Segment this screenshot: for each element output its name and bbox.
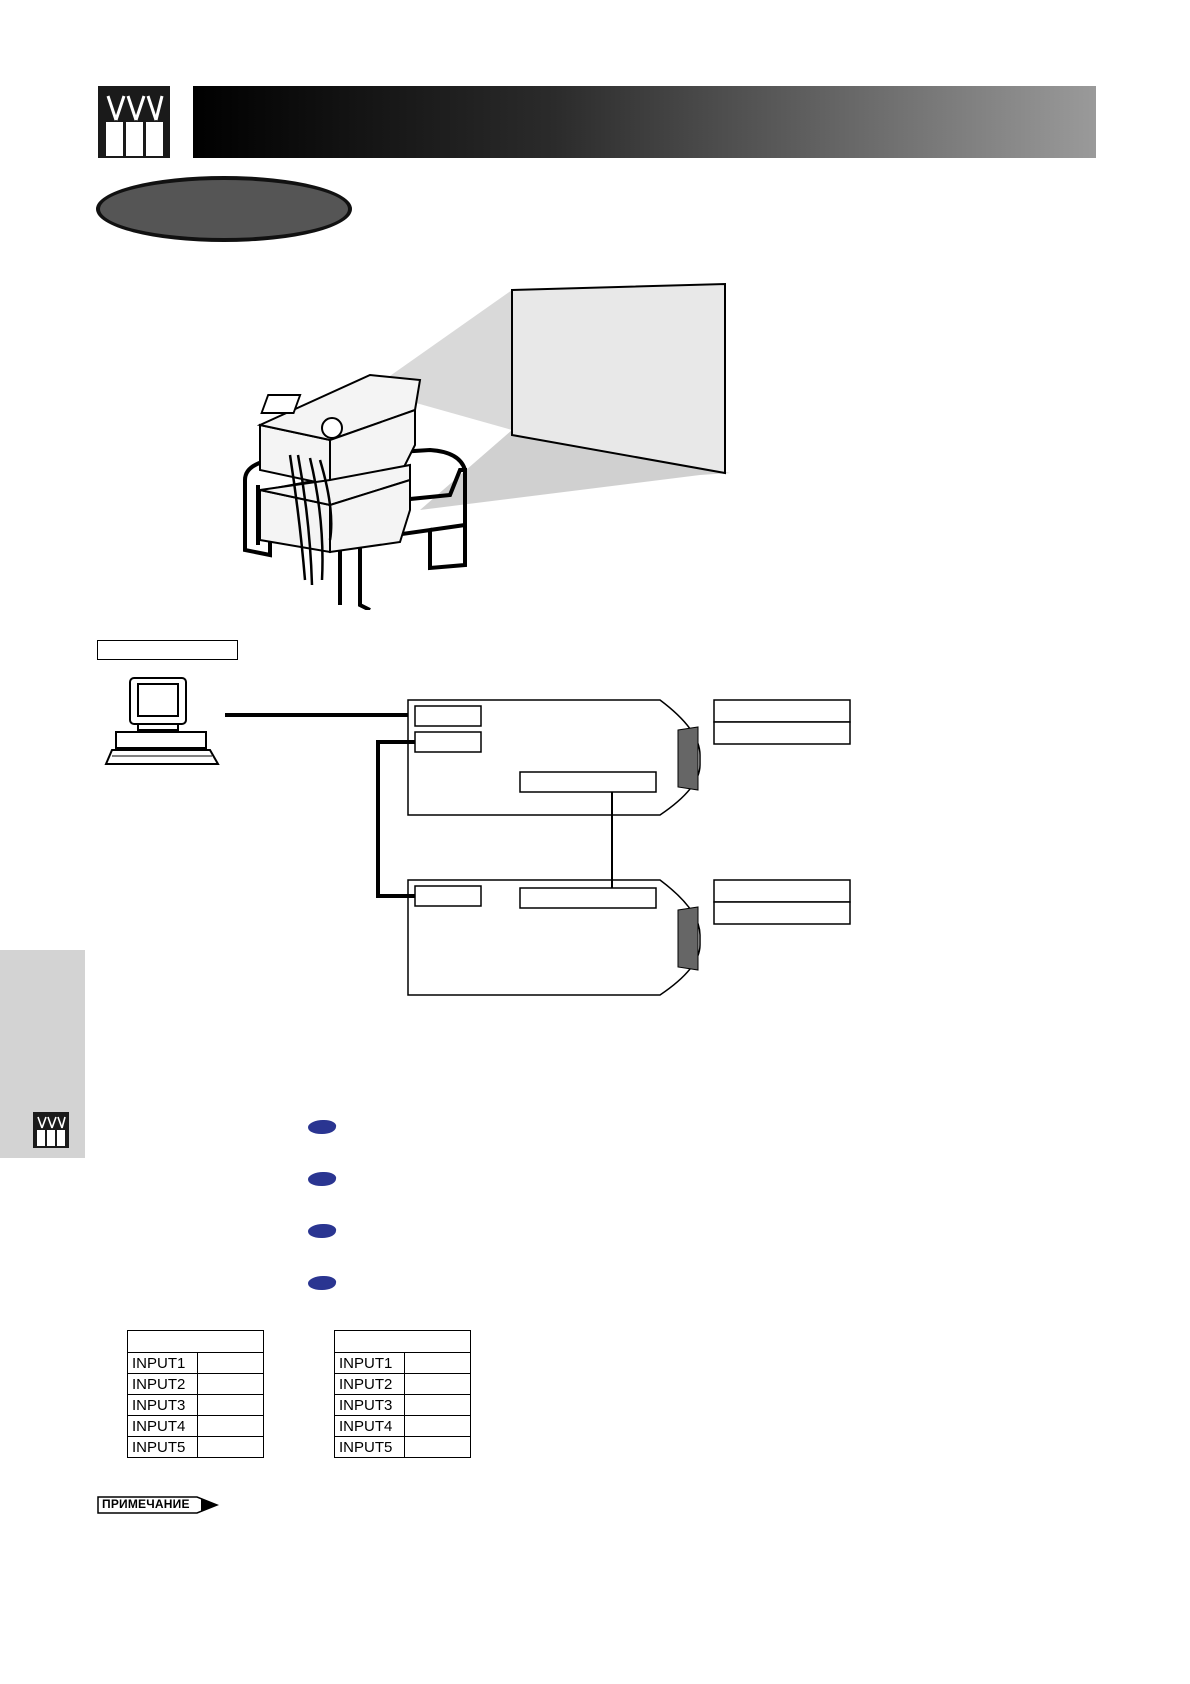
- note-label: ПРИМЕЧАНИЕ: [102, 1497, 190, 1511]
- header-bar: [193, 86, 1096, 158]
- step-bullet: [306, 1224, 338, 1238]
- step-bullet: [306, 1172, 338, 1186]
- table-row: INPUT5: [127, 1436, 264, 1458]
- note-badge: ПРИМЕЧАНИЕ: [97, 1496, 219, 1514]
- table-row: INPUT1: [127, 1352, 264, 1374]
- connection-diagram: [104, 677, 851, 996]
- input-table-2: INPUT1 INPUT2 INPUT3 INPUT4 INPUT5: [334, 1330, 471, 1458]
- table-row: INPUT4: [127, 1415, 264, 1437]
- table-row: INPUT5: [334, 1436, 471, 1458]
- stacked-projectors-icon: [98, 86, 170, 158]
- table-row: INPUT2: [127, 1373, 264, 1395]
- stacked-projectors-icon: [33, 1112, 69, 1148]
- table-row: INPUT3: [334, 1394, 471, 1416]
- input-table-1: INPUT1 INPUT2 INPUT3 INPUT4 INPUT5: [127, 1330, 264, 1458]
- step-bullet: [306, 1120, 338, 1134]
- table-row: INPUT1: [334, 1352, 471, 1374]
- table-row: INPUT2: [334, 1373, 471, 1395]
- table-header: [334, 1330, 471, 1353]
- section-title-oval: [96, 176, 352, 242]
- computer-icon: [104, 677, 220, 765]
- table-row: INPUT3: [127, 1394, 264, 1416]
- step-bullet: [306, 1276, 338, 1290]
- table-row: INPUT4: [334, 1415, 471, 1437]
- table-header: [127, 1330, 264, 1353]
- label-box: [97, 640, 238, 660]
- stacked-projectors-illustration: [243, 282, 730, 610]
